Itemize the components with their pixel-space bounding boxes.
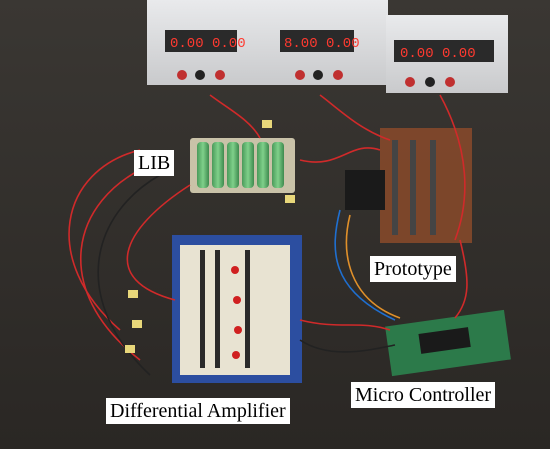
power-supply-units: 0.00 0.00 8.00 0.00 0.00 0.00 (147, 0, 508, 93)
wire-tags (125, 120, 295, 353)
micro-controller-label: Micro Controller (351, 382, 496, 408)
breadboard (172, 235, 302, 383)
wires (68, 94, 468, 376)
svg-text:8.00 0.00: 8.00 0.00 (284, 36, 360, 52)
lib-label: LIB (134, 150, 175, 176)
prototype-board (345, 128, 472, 243)
prototype-label: Prototype (370, 256, 456, 282)
battery-pack (190, 138, 295, 193)
svg-text:0.00 0.00: 0.00 0.00 (170, 36, 246, 52)
svg-text:0.00 0.00: 0.00 0.00 (400, 46, 476, 62)
differential-amplifier-label: Differential Amplifier (106, 398, 290, 424)
microcontroller-board (385, 309, 511, 377)
